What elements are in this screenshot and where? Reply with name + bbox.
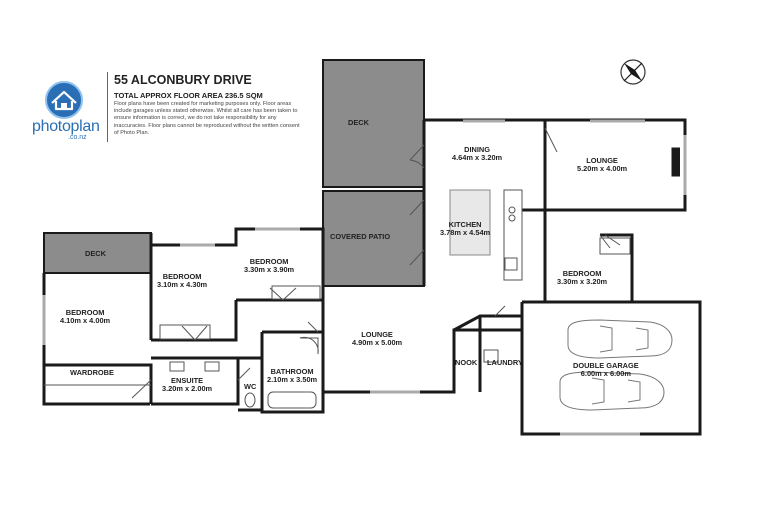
bathtub (267, 391, 317, 409)
deck-left-area (43, 232, 152, 274)
bathroom-walls (260, 330, 325, 414)
left-wing-wall (42, 273, 150, 406)
disclaimer-text: Floor plans have been created for market… (114, 101, 300, 136)
brand-name: photoplan (32, 118, 100, 135)
property-address: 55 ALCONBURY DRIVE (114, 73, 252, 87)
covered-patio-area (322, 190, 425, 287)
bedroom2-walls (151, 300, 238, 342)
brand-domain: .co.nz (68, 134, 87, 141)
deck-top-area (322, 59, 425, 188)
nook-laundry (453, 314, 522, 392)
ensuite-walls (151, 356, 240, 406)
room-wc: WC (244, 382, 257, 391)
house-logo-icon (45, 81, 83, 119)
room-laundry: LAUNDRY (487, 358, 523, 367)
room-nook: NOOK (455, 358, 478, 367)
room-deck-left: DECK (85, 249, 106, 258)
car-icon (559, 371, 665, 411)
compass-icon (620, 59, 646, 85)
room-wardrobe: WARDROBE (70, 368, 114, 377)
kitchen-island (449, 189, 491, 256)
room-covered-patio: COVERED PATIO (330, 232, 391, 241)
lounge-walls (321, 286, 524, 405)
room-deck-top: DECK (348, 118, 369, 127)
bedroom-master-bottom (44, 363, 153, 404)
fireplace (671, 147, 680, 177)
outer-wall-right-bed (543, 210, 634, 304)
car-icon (567, 319, 673, 359)
total-floor-area: TOTAL APPROX FLOOR AREA 236.5 SQM (114, 91, 263, 100)
header-divider (107, 72, 108, 142)
kitchen-bench (503, 189, 523, 281)
